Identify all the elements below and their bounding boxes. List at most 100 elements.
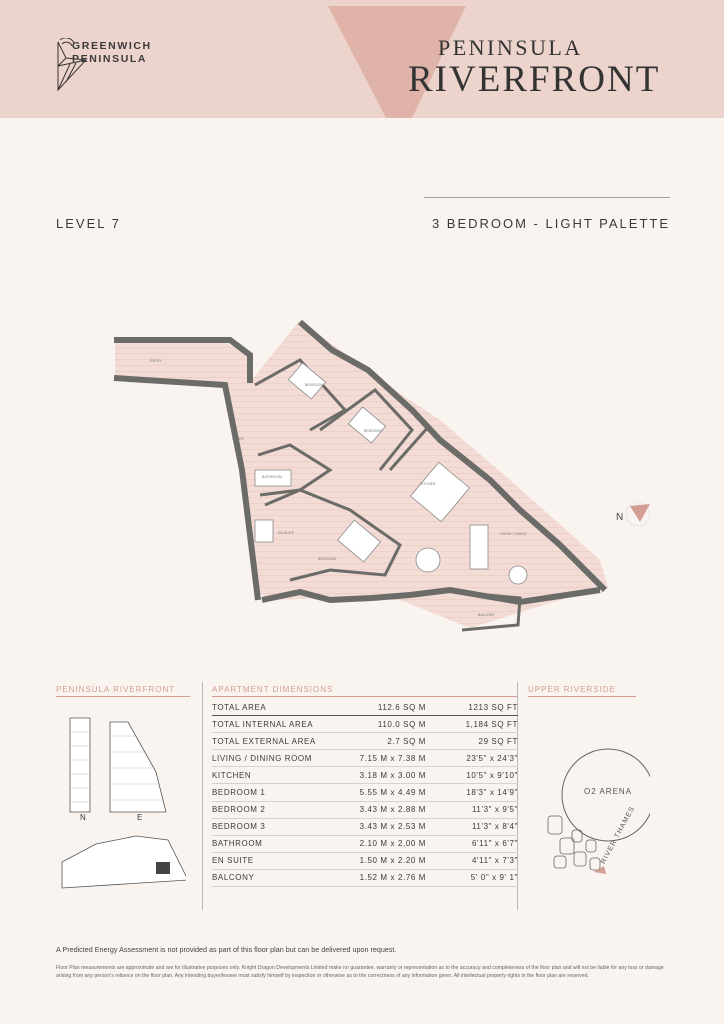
dimensions-cell-imperial: 4'11" x 7'3" bbox=[434, 852, 518, 870]
dimensions-cell-room: EN SUITE bbox=[212, 852, 342, 870]
footer-energy-note: A Predicted Energy Assessment is not pro… bbox=[56, 945, 397, 954]
dimensions-cell-metric: 3.43 M x 2.88 M bbox=[341, 801, 434, 819]
tower-elevation-east bbox=[109, 721, 167, 813]
label-bedroom-2: BEDROOM bbox=[305, 383, 323, 387]
logo-line-1: GREENWICH bbox=[72, 40, 152, 52]
dimensions-cell-room: BATHROOM bbox=[212, 835, 342, 853]
section-title-dimensions: APARTMENT DIMENSIONS bbox=[212, 685, 334, 694]
wall-kitchen bbox=[388, 424, 432, 471]
section-line-location bbox=[528, 696, 636, 697]
floor-plan: BEDROOM BEDROOM BEDROOM KITCHEN LIVING /… bbox=[113, 319, 608, 632]
wall-entry bbox=[114, 337, 253, 383]
brand-title-main: RIVERFRONT bbox=[408, 59, 661, 100]
label-balcony: BALCONY bbox=[478, 613, 495, 617]
dimensions-cell-imperial: 10'5" x 9'10" bbox=[434, 766, 518, 785]
dimensions-cell-imperial: 23'5" x 24'3" bbox=[434, 749, 518, 768]
dimensions-cell-room: BEDROOM 3 bbox=[212, 818, 342, 836]
dimensions-cell-room: BEDROOM 2 bbox=[212, 801, 342, 819]
wall-bedroom-3 bbox=[319, 388, 414, 471]
armchair bbox=[508, 565, 528, 585]
header-triangle bbox=[328, 6, 466, 118]
label-kitchen: KITCHEN bbox=[420, 482, 436, 486]
logo-line-2: PENINSULA bbox=[72, 53, 148, 65]
brand-title-top: PENINSULA bbox=[438, 35, 583, 60]
section-title-location: UPPER RIVERSIDE bbox=[528, 685, 616, 694]
dimensions-cell-imperial: 11'3" x 8'4" bbox=[434, 818, 518, 836]
dimensions-cell-imperial: 5' 0" x 9' 1" bbox=[434, 869, 518, 888]
site-highlight bbox=[156, 862, 170, 874]
bed-3 bbox=[347, 406, 387, 444]
sofa bbox=[469, 524, 489, 570]
site-plan bbox=[61, 835, 186, 889]
label-bedroom-3: BEDROOM bbox=[364, 429, 382, 433]
dining-table bbox=[415, 547, 441, 573]
dimensions-cell-room: TOTAL AREA bbox=[212, 699, 342, 717]
o2-arena-outline bbox=[561, 748, 650, 842]
header-divider bbox=[424, 197, 670, 198]
wall-entry-bottom bbox=[113, 375, 261, 601]
building-key-plan bbox=[61, 717, 186, 889]
wall-bedroom-1 bbox=[264, 488, 402, 582]
dimensions-cell-room: TOTAL EXTERNAL AREA bbox=[212, 732, 342, 751]
dimensions-cell-metric: 5.55 M x 4.49 M bbox=[341, 783, 434, 802]
kitchen-island bbox=[409, 461, 471, 523]
footer-disclaimer: Floor Plan measurements are approximate … bbox=[56, 965, 664, 979]
dimensions-cell-metric: 2.7 SQ M bbox=[341, 732, 434, 751]
wall-north-east bbox=[298, 319, 608, 593]
elevation-label-north: N bbox=[80, 813, 86, 822]
dimensions-cell-imperial: 29 SQ FT bbox=[434, 732, 518, 751]
level-label: LEVEL 7 bbox=[56, 216, 121, 231]
dimensions-cell-metric: 112.6 SQ M bbox=[341, 699, 434, 717]
unit-type-label: 3 BEDROOM - LIGHT PALETTE bbox=[431, 216, 670, 231]
dimensions-cell-metric: 110.0 SQ M bbox=[341, 715, 434, 734]
label-store: STORE bbox=[232, 437, 245, 441]
bed-1 bbox=[337, 519, 381, 563]
north-label: N bbox=[616, 512, 623, 523]
dimensions-cell-imperial: 6'11" x 6'7" bbox=[434, 835, 518, 853]
dimensions-cell-metric: 1.52 M x 2.76 M bbox=[341, 869, 434, 888]
dimensions-cell-room: TOTAL INTERNAL AREA bbox=[212, 715, 342, 734]
shower bbox=[254, 519, 274, 543]
divider-left bbox=[202, 682, 203, 910]
map-label-o2: O2 ARENA bbox=[584, 787, 633, 796]
dimensions-cell-imperial: 11'3" x 9'5" bbox=[434, 801, 518, 819]
dimensions-cell-imperial: 1213 SQ FT bbox=[434, 699, 518, 717]
north-compass-icon: N bbox=[616, 501, 651, 527]
logo-text: GREENWICH PENINSULA bbox=[72, 40, 152, 66]
dimensions-cell-metric: 3.18 M x 3.00 M bbox=[341, 766, 434, 785]
label-bathroom: BATHROOM bbox=[262, 475, 282, 479]
bath-tub bbox=[254, 469, 292, 487]
dimensions-cell-metric: 2.10 M x 2.00 M bbox=[341, 835, 434, 853]
dimensions-cell-imperial: 1,184 SQ FT bbox=[434, 715, 518, 734]
dimensions-cell-room: LIVING / DINING ROOM bbox=[212, 749, 342, 768]
dimensions-cell-imperial: 18'3" x 14'9" bbox=[434, 783, 518, 802]
dimensions-cell-room: BEDROOM 1 bbox=[212, 783, 342, 802]
section-line-building bbox=[56, 696, 190, 697]
location-marker bbox=[594, 866, 606, 874]
tower-elevation-north bbox=[69, 717, 91, 813]
label-bedroom-1: BEDROOM bbox=[318, 557, 336, 561]
greenwich-logo-icon bbox=[57, 38, 88, 92]
elevation-label-east: E bbox=[137, 813, 143, 822]
location-map bbox=[547, 748, 650, 874]
wall-core bbox=[257, 443, 333, 497]
label-en-suite: EN SUITE bbox=[278, 531, 295, 535]
dimensions-cell-metric: 1.50 M x 2.20 M bbox=[341, 852, 434, 870]
wall-south bbox=[261, 586, 601, 606]
wall-balcony bbox=[454, 590, 522, 632]
header-band: GREENWICH PENINSULA PENINSULA RIVERFRONT bbox=[0, 0, 724, 118]
dimensions-cell-room: BALCONY bbox=[212, 869, 342, 888]
section-line-dimensions bbox=[212, 696, 518, 697]
